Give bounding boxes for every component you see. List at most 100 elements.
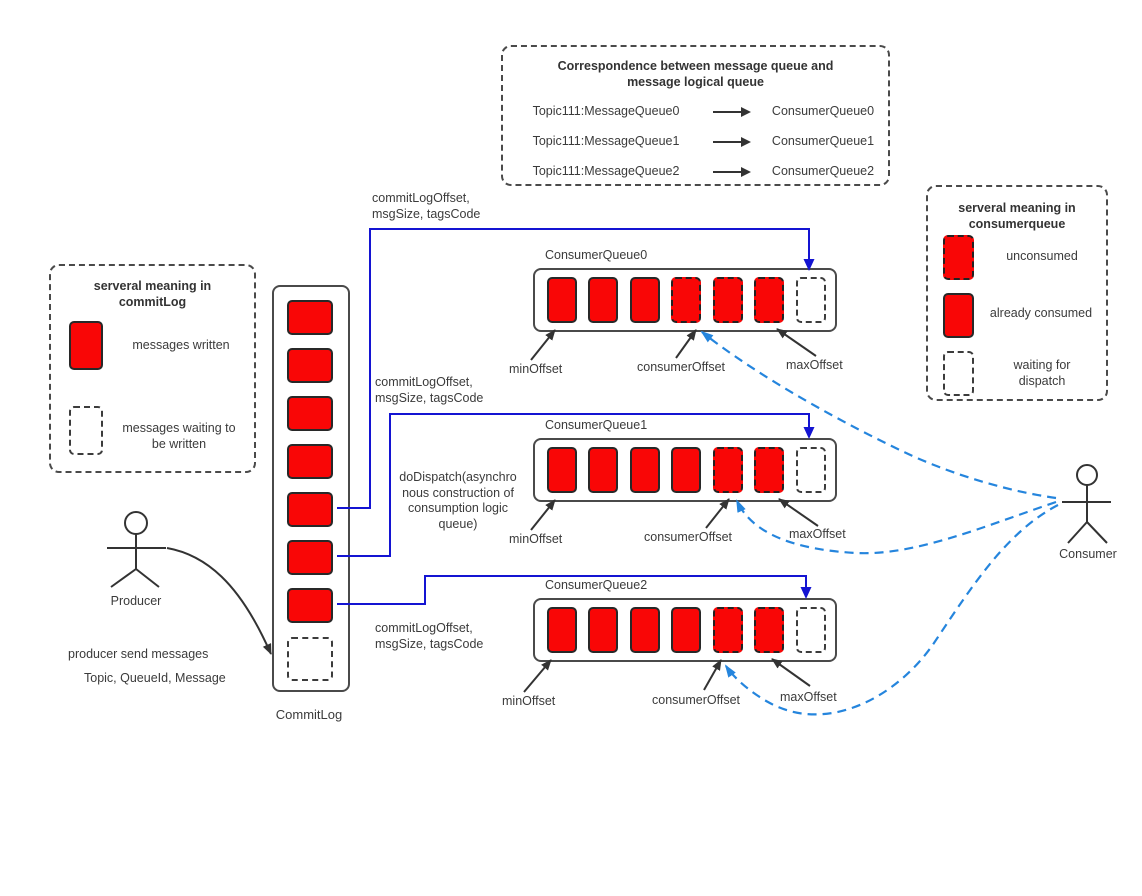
mapping-from: Topic111:MessageQueue2: [532, 164, 680, 179]
legend-commitlog-title: serveral meaning in commitLog: [93, 279, 212, 309]
min-offset-label: minOffset: [502, 694, 556, 708]
commitlog-container: [272, 285, 350, 692]
producer-label: Producer: [110, 594, 162, 608]
mapping-to: ConsumerQueue1: [771, 134, 875, 149]
arrow-head-icon: [741, 137, 751, 147]
arrow-shaft-icon: [713, 111, 741, 113]
queue-slot: [630, 277, 660, 323]
max-offset-label: maxOffset: [786, 358, 843, 372]
queue-slot: [630, 607, 660, 653]
queue-slot: [547, 607, 577, 653]
queue-slot: [713, 277, 743, 323]
queue-slot: [671, 277, 701, 323]
min-offset-arrow-0: [530, 329, 556, 361]
min-offset-label: minOffset: [509, 532, 563, 546]
producer-head: [124, 511, 148, 535]
offset-params-label-1: commitLogOffset, msgSize, tagsCode: [375, 375, 484, 405]
queue-slot: [713, 607, 743, 653]
queue-slot: [630, 447, 660, 493]
mapping-from: Topic111:MessageQueue1: [532, 134, 680, 149]
commitlog-slot: [287, 540, 333, 575]
consumer-offset-arrow-1: [705, 498, 730, 529]
queue-slot: [796, 447, 826, 493]
consumer-queue: [533, 598, 837, 662]
legend-label: unconsumed: [1006, 249, 1078, 263]
mapping-row: Topic111:MessageQueue1 ConsumerQueue1: [511, 127, 883, 157]
offset-params-label-2: commitLogOffset, msgSize, tagsCode: [375, 621, 484, 651]
mapping-arrow: [701, 137, 763, 147]
commitlog-slot: [287, 396, 333, 431]
queue-slot: [796, 607, 826, 653]
commitlog-slot: [287, 492, 333, 527]
consumer-offset-label: consumerOffset: [637, 360, 726, 374]
min-offset-arrow-1: [530, 499, 556, 531]
arrow-shaft-icon: [713, 171, 741, 173]
consumer-offset-arrow-2: [703, 659, 722, 691]
max-offset-label: maxOffset: [789, 527, 846, 541]
mapping-from: Topic111:MessageQueue0: [532, 104, 680, 119]
mapping-box: Correspondence between message queue and…: [501, 45, 890, 186]
legend-consumerqueue: serveral meaning in consumerqueue uncons…: [926, 185, 1108, 401]
offset-params-label-0: commitLogOffset, msgSize, tagsCode: [372, 191, 481, 221]
consumer-head: [1076, 464, 1098, 486]
queue-slot: [588, 447, 618, 493]
consumer-offset-label: consumerOffset: [652, 693, 741, 707]
producer-send-arrow: [166, 547, 272, 655]
legend-swatch-waiting: [943, 351, 974, 396]
min-offset-label: minOffset: [509, 362, 563, 376]
queue-slot: [588, 277, 618, 323]
queue-slot: [588, 607, 618, 653]
producer-figure: [107, 511, 166, 588]
consumer-offset-label: consumerOffset: [644, 530, 733, 544]
commitlog-slot: [287, 348, 333, 383]
queue-slot: [547, 277, 577, 323]
max-offset-arrow-1: [778, 498, 819, 527]
producer-send-label: producer send messages: [68, 647, 209, 661]
queue-slot: [754, 447, 784, 493]
queue-name: ConsumerQueue0: [545, 248, 648, 262]
mapping-title: Correspondence between message queue and…: [557, 59, 834, 89]
commitlog-slot: [287, 588, 333, 623]
arrow-head-icon: [741, 107, 751, 117]
mapping-to: ConsumerQueue2: [771, 164, 875, 179]
legend-swatch-waiting: [69, 406, 103, 455]
legend-consumerqueue-title: serveral meaning in consumerqueue: [958, 201, 1076, 231]
legend-commitlog: serveral meaning in commitLog messages w…: [49, 264, 256, 473]
consumer-queue: [533, 438, 837, 502]
producer-legs: [110, 568, 160, 588]
consumer-offset-arrow-0: [675, 329, 697, 359]
queue-name: ConsumerQueue1: [545, 418, 648, 432]
consume-path-queue1: [736, 499, 1057, 555]
commitlog-slot: [287, 444, 333, 479]
legend-label: already consumed: [989, 306, 1093, 320]
legend-swatch-written: [69, 321, 103, 370]
max-offset-arrow-0: [776, 328, 817, 357]
queue-slot: [671, 607, 701, 653]
min-offset-arrow-2: [523, 659, 552, 693]
arrow-head-icon: [741, 167, 751, 177]
legend-swatch-unconsumed: [943, 235, 974, 280]
commitlog-slot: [287, 300, 333, 335]
max-offset-arrow-2: [771, 658, 811, 687]
consumer-figure: [1062, 464, 1111, 544]
commitlog-label: CommitLog: [275, 707, 343, 722]
dispatch-label: doDispatch(asynchro nous construction of…: [399, 470, 517, 531]
producer-params-label: Topic, QueueId, Message: [84, 671, 226, 685]
queue-slot: [713, 447, 743, 493]
queue-slot: [796, 277, 826, 323]
legend-label: messages waiting to be written: [122, 421, 236, 451]
queue-slot: [754, 277, 784, 323]
consumer-label: Consumer: [1059, 547, 1117, 561]
legend-swatch-consumed: [943, 293, 974, 338]
legend-label: waiting for dispatch: [1013, 358, 1071, 388]
max-offset-label: maxOffset: [780, 690, 837, 704]
arrow-shaft-icon: [713, 141, 741, 143]
consumer-queue: [533, 268, 837, 332]
mapping-arrow: [701, 167, 763, 177]
queue-name: ConsumerQueue2: [545, 578, 648, 592]
consumer-legs: [1067, 521, 1108, 544]
queue-slot: [671, 447, 701, 493]
mapping-row: Topic111:MessageQueue2 ConsumerQueue2: [511, 157, 883, 187]
